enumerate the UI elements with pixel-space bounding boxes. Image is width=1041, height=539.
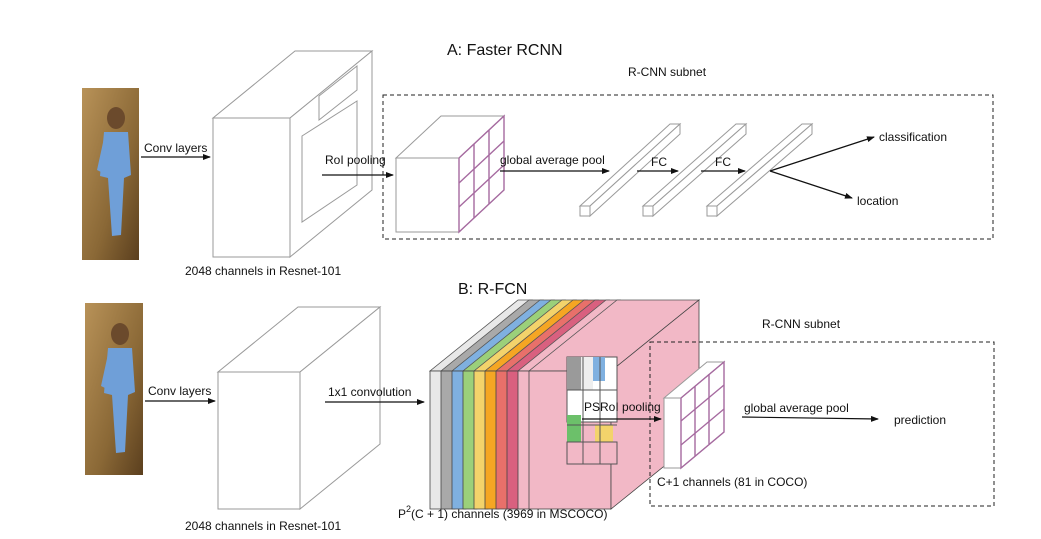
gap-arrow-b bbox=[741, 415, 879, 422]
resnet-feature-block-b bbox=[216, 305, 382, 511]
cplus1-caption: C+1 channels (81 in COCO) bbox=[657, 475, 807, 489]
classification-arrow bbox=[769, 136, 875, 172]
conv-layers-label-b: Conv layers bbox=[148, 384, 211, 398]
score-map-front-grid bbox=[566, 356, 618, 465]
input-image-b bbox=[85, 303, 143, 475]
channels-caption: P2(C + 1) channels (3969 in MSCOCO) bbox=[398, 504, 607, 521]
location-label: location bbox=[857, 194, 898, 208]
subnet-label-a: R-CNN subnet bbox=[628, 65, 707, 79]
resnet-caption-b: 2048 channels in Resnet-101 bbox=[185, 519, 341, 533]
conv-layers-label-a: Conv layers bbox=[144, 141, 207, 155]
fc-bar-2 bbox=[641, 122, 748, 218]
fc-label-2: FC bbox=[715, 155, 731, 169]
psroi-pooled-cube bbox=[662, 360, 726, 470]
conv1x1-label: 1x1 convolution bbox=[328, 385, 411, 399]
channels-caption-prefix: P bbox=[398, 507, 406, 521]
channels-caption-rest: (C + 1) channels (3969 in MSCOCO) bbox=[411, 507, 607, 521]
prediction-label: prediction bbox=[894, 413, 946, 427]
classification-label: classification bbox=[879, 130, 947, 144]
resnet-caption-a: 2048 channels in Resnet-101 bbox=[185, 264, 341, 278]
fc-bar-1 bbox=[578, 122, 682, 218]
rcnn-subnet-box-b bbox=[649, 341, 995, 507]
location-arrow bbox=[769, 170, 853, 199]
psroi-pooling-label: PSRoI pooling bbox=[584, 400, 661, 414]
roi-pooled-cube-a bbox=[394, 114, 506, 234]
fc-bar-3 bbox=[705, 122, 814, 218]
subnet-label-b: R-CNN subnet bbox=[762, 317, 841, 331]
rcnn-subnet-box-a bbox=[382, 94, 994, 240]
roi-pooling-label-a: RoI pooling bbox=[325, 153, 386, 167]
fc-label-1: FC bbox=[651, 155, 667, 169]
channels-caption-sup: 2 bbox=[406, 504, 411, 514]
global-avg-pool-label-a: global average pool bbox=[500, 153, 605, 167]
section-a-title: A: Faster RCNN bbox=[447, 42, 563, 59]
resnet-feature-block-a bbox=[211, 49, 374, 259]
global-avg-pool-label-b: global average pool bbox=[744, 401, 849, 415]
input-image-a bbox=[82, 88, 139, 260]
section-b-title: B: R-FCN bbox=[458, 281, 527, 298]
